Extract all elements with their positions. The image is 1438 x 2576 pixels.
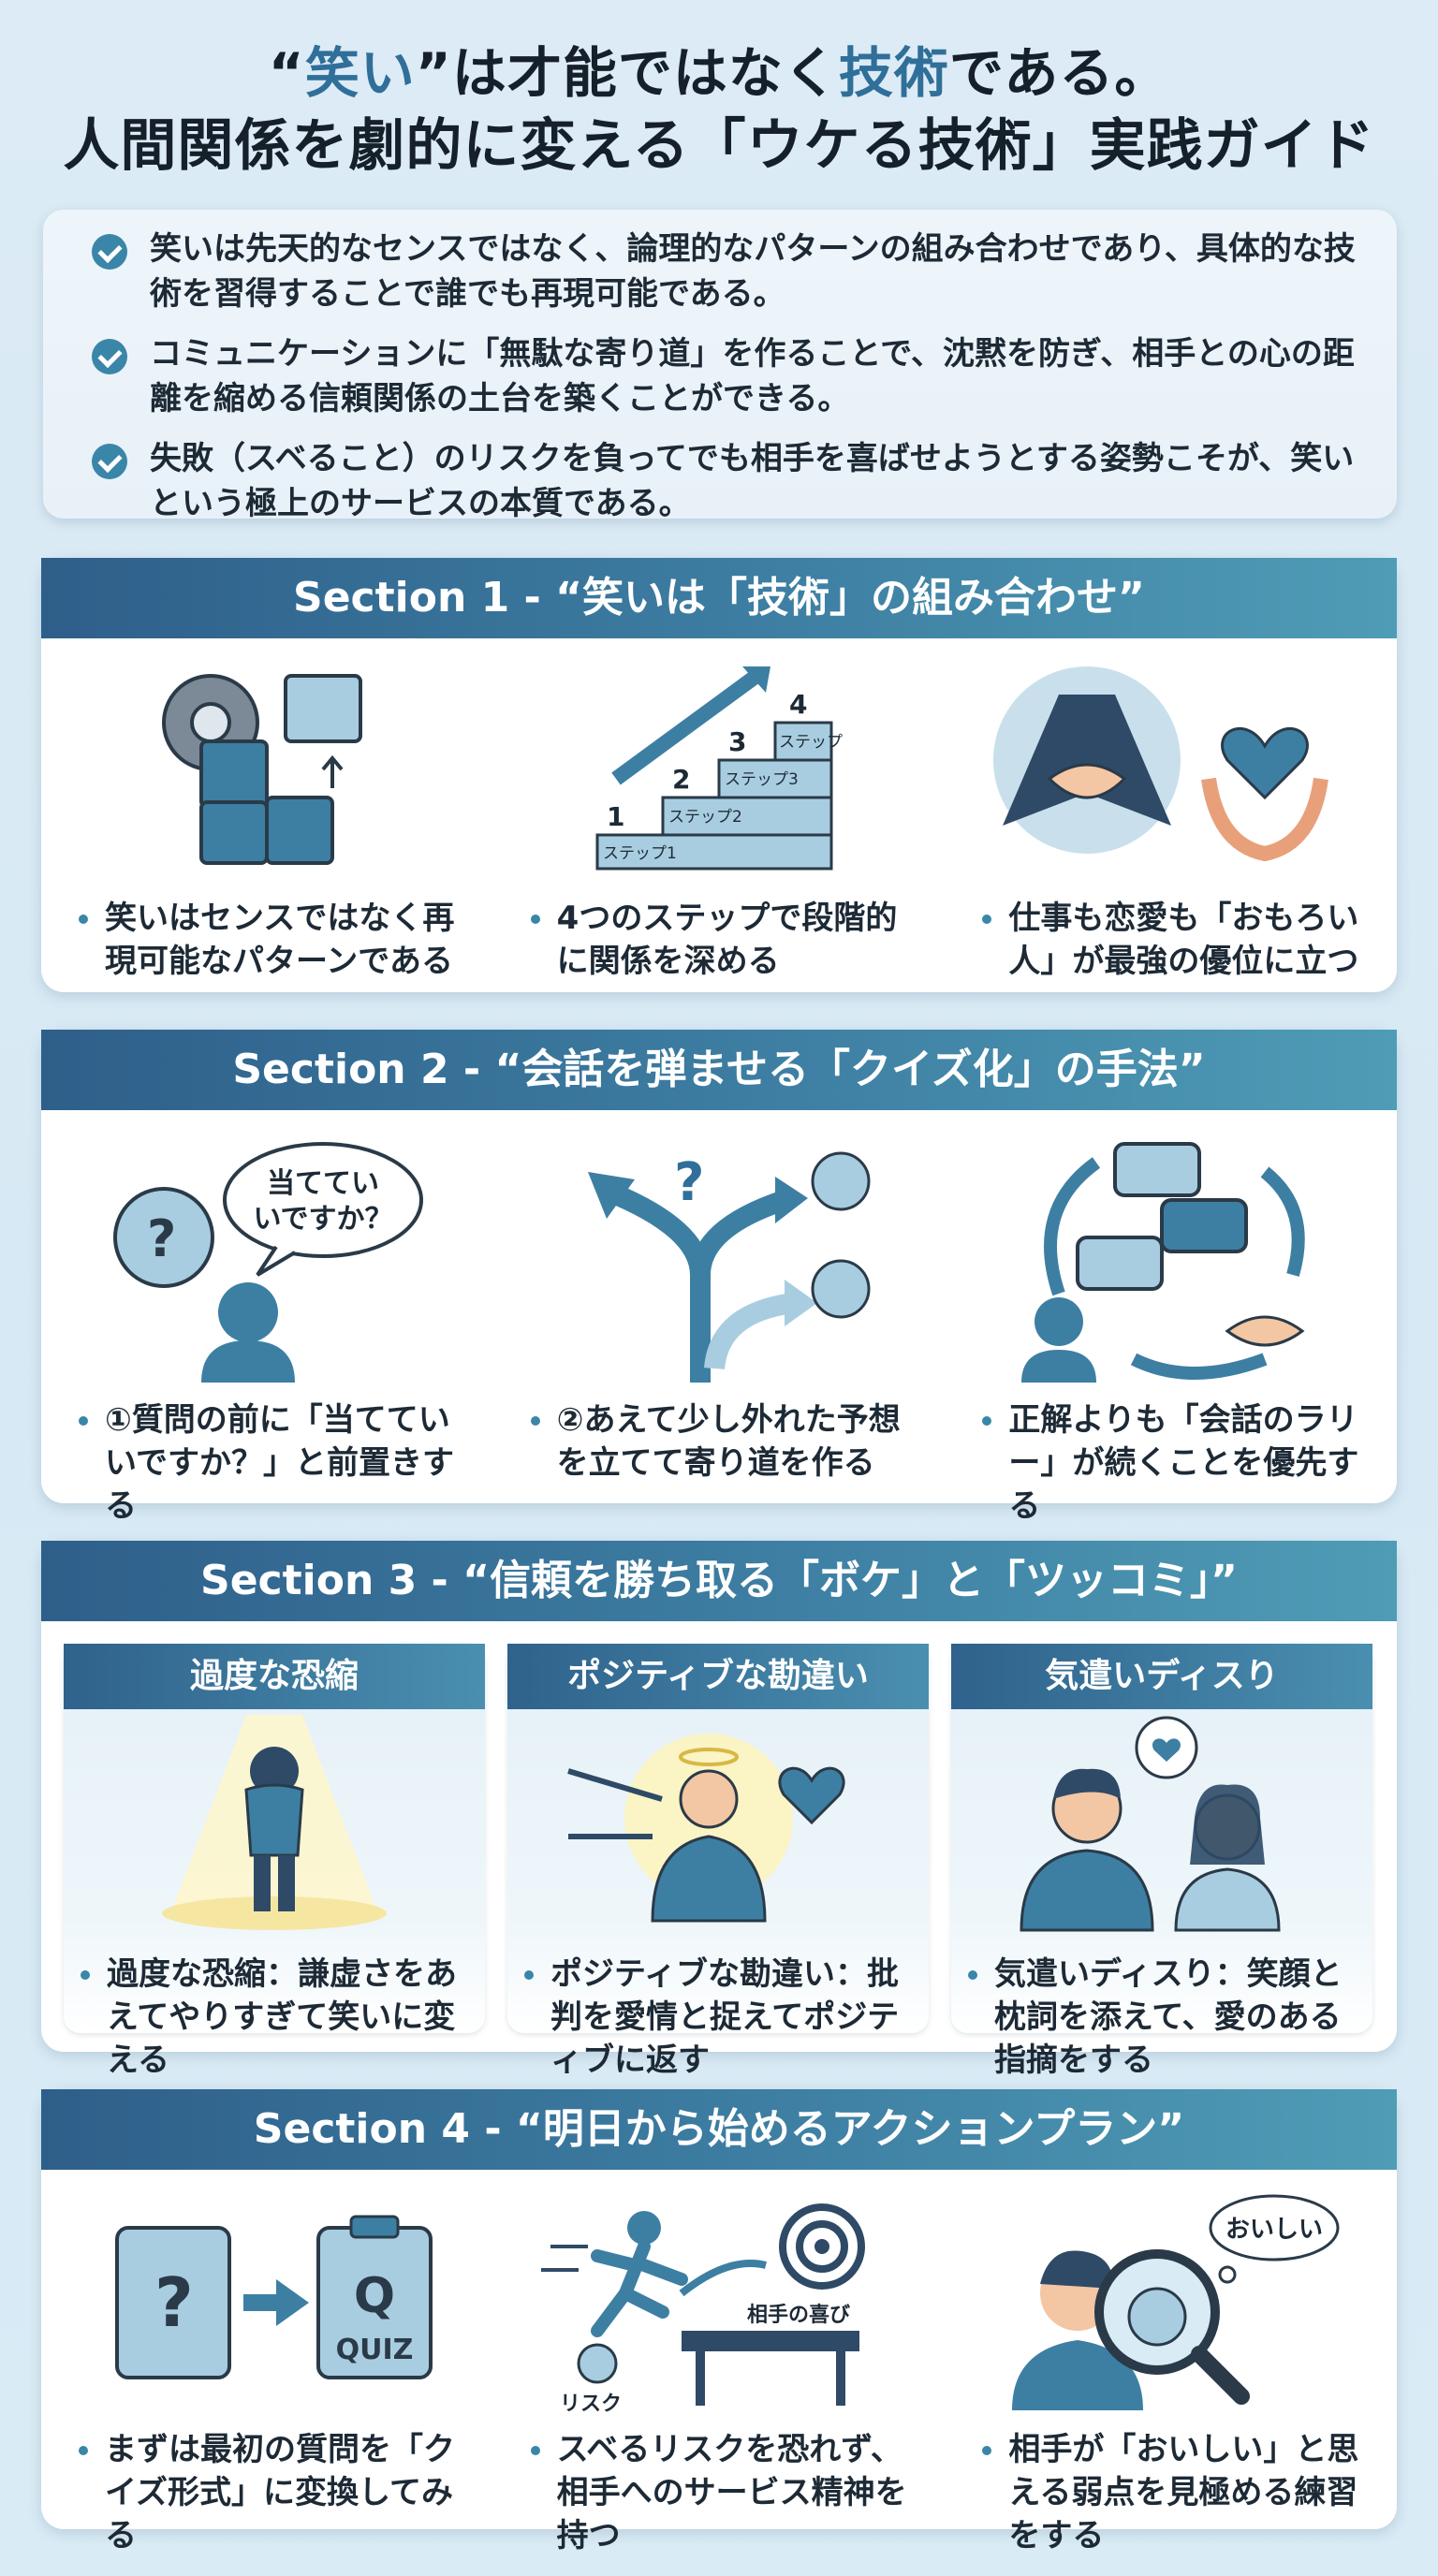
panel-steps: 1 2 3 4 ステップ1 ステップ2 ステップ3 ステップ 4つのステップで段… [493,638,946,992]
step-number: 2 [672,764,690,795]
title-accent-laugh: 笑い [304,41,416,105]
panel-magnifier: おいしい 相手が「おいしい」と思える弱点を見極める練習をする [945,2170,1397,2554]
title-line-1: “笑い”は才能ではなく技術である。 [0,37,1438,109]
section-3: Section 3 - “信頼を勝ち取る「ボケ」と「ツッコミ」” 過度な恐縮 過… [41,1541,1397,2079]
panel-quiz: ? Q QUIZ まずは最初の質問を「クイズ形式」に変換してみる [41,2170,493,2554]
section-4: Section 4 - “明日から始めるアクションプラン” ? Q QUIZ ま… [41,2089,1397,2554]
question-bubble-icon: ? 当ててい いですか？ [113,1142,424,1383]
panel-caption: 4つのステップで段階的に関係を深める [530,897,927,983]
handshake-heart-icon [992,666,1328,862]
summary-item: コミュニケーションに「無駄な寄り道」を作ることで、沈黙を防ぎ、相手との心の距離を… [92,331,1359,421]
teasing-couple-icon [1020,1716,1281,1932]
step-label: ステップ1 [603,844,677,863]
positive-person-icon [567,1734,845,1923]
risk-label: リスク [560,2393,622,2416]
check-icon [92,234,127,270]
title-end: である。 [948,41,1170,105]
panel-branching: ? ②あえて少し外れた予想を立てて寄り道を作る [493,1110,946,1503]
panel-caption: 相手が「おいしい」と思える弱点を見極める練習をする [982,2428,1378,2557]
runner-hurdle-icon: リスク 相手の喜び [541,2203,865,2416]
notebook-quiz-icon: ? Q QUIZ [115,2215,433,2379]
summary-text: 笑いは先天的なセンスではなく、論理的なパターンの組み合わせであり、具体的な技術を… [150,230,1356,313]
section-heading: Section 3 - “信頼を勝ち取る「ボケ」と「ツッコミ」” [41,1541,1397,1621]
panel-question: ? 当ててい いですか？ ①質問の前に「当てていいですか？」と前置きする [41,1110,493,1525]
panel-caption: スベるリスクを恐れず、相手へのサービス精神を持つ [530,2428,927,2557]
panel-caption: 正解よりも「会話のラリー」が続くことを優先する [982,1398,1378,1528]
panel-caption: 気遣いディスり：笑顔と枕詞を添えて、愛のある指摘をする [968,1953,1363,2082]
section-1: Section 1 - “笑いは「技術」の組み合わせ” 笑いはセンスではなく再現… [41,558,1397,992]
summary-text: コミュニケーションに「無駄な寄り道」を作ることで、沈黙を防ぎ、相手との心の距離を… [150,335,1355,417]
step-label: ステップ [779,733,843,752]
summary-item: 笑いは先天的なセンスではなく、論理的なパターンの組み合わせであり、具体的な技術を… [92,227,1359,316]
card-title: 気遣いディスり [951,1644,1372,1709]
step-label: ステップ2 [668,808,742,827]
panel-caption: まずは最初の質問を「クイズ形式」に変換してみる [79,2428,475,2557]
card-bowing: 過度な恐縮 過度な恐縮：謙虚さをあえてやりすぎて笑いに変える [64,1644,485,2079]
question-mark: ? [674,1152,704,1213]
step-number: 4 [789,689,807,720]
quiz-label: QUIZ [336,2334,414,2366]
panel-handshake: 仕事も恋愛も「おもろい人」が最強の優位に立つ [945,638,1397,992]
title-accent-skill: 技術 [838,41,949,105]
joy-label: 相手の喜び [747,2303,850,2327]
magnifier-devil-icon: おいしい [1011,2194,1340,2410]
title-line-2: 人間関係を劇的に変える「ウケる技術」実践ガイド [63,113,1375,179]
panel-caption: 過度な恐縮：謙虚さをあえてやりすぎて笑いに変える [81,1953,476,2082]
gear-puzzle-icon [162,674,363,865]
conversation-cycle-icon [1020,1142,1305,1383]
panel-caption: 仕事も恋愛も「おもろい人」が最強の優位に立つ [982,897,1378,983]
title-quote: “ [268,41,305,105]
panel-patterns: 笑いはセンスではなく再現可能なパターンである [41,638,493,992]
step-number: 3 [728,726,746,757]
card-title: 過度な恐縮 [64,1644,485,1709]
panel-caption: ①質問の前に「当てていいですか？」と前置きする [79,1398,475,1528]
bowing-person-icon [162,1715,387,1930]
panel-caption: 笑いはセンスではなく再現可能なパターンである [79,897,475,983]
panel-caption: ②あえて少し外れた予想を立てて寄り道を作る [530,1398,927,1485]
card-title: ポジティブな勘違い [507,1644,929,1709]
summary-item: 失敗（スベること）のリスクを負ってでも相手を喜ばせようとする姿勢こそが、笑いとい… [92,436,1359,526]
thought-text: おいしい [1225,2216,1323,2244]
stairs-steps-icon: 1 2 3 4 ステップ1 ステップ2 ステップ3 ステップ [595,666,843,871]
step-number: 1 [607,801,624,832]
card-positive: ポジティブな勘違い ポジティブな勘違い：批判を愛情と捉えてポジティブに返す [507,1644,929,2079]
section-heading: Section 4 - “明日から始めるアクションプラン” [41,2089,1397,2170]
step-label: ステップ3 [725,770,799,789]
quiz-q: Q [354,2268,395,2324]
bubble-text: 当ててい [267,1167,379,1200]
panel-runner: リスク 相手の喜び スベるリスクを恐れず、相手へのサービス精神を持つ [493,2170,946,2554]
section-2: Section 2 - “会話を弾ませる「クイズ化」の手法” ? 当ててい いで… [41,1030,1397,1525]
title-mid: ”は才能ではなく [415,41,839,105]
panel-caption: ポジティブな勘違い：批判を愛情と捉えてポジティブに返す [524,1953,919,2082]
check-icon [92,444,127,479]
branching-arrows-icon: ? [588,1151,871,1383]
summary-text: 失敗（スベること）のリスクを負ってでも相手を喜ばせようとする姿勢こそが、笑いとい… [150,440,1355,522]
page-title: “笑い”は才能ではなく技術である。 人間関係を劇的に変える「ウケる技術」実践ガイ… [0,37,1438,183]
bubble-text: いですか？ [254,1203,393,1236]
section-heading: Section 2 - “会話を弾ませる「クイズ化」の手法” [41,1030,1397,1110]
question-mark: ? [147,1209,176,1268]
question-mark: ? [154,2263,194,2342]
summary-card: 笑いは先天的なセンスではなく、論理的なパターンの組み合わせであり、具体的な技術を… [43,210,1397,522]
check-icon [92,339,127,374]
card-teasing: 気遣いディスり 気遣いディスり：笑顔と枕詞を添えて、愛のある指摘をする [951,1644,1372,2079]
panel-rally: 正解よりも「会話のラリー」が続くことを優先する [945,1110,1397,1525]
section-heading: Section 1 - “笑いは「技術」の組み合わせ” [41,558,1397,638]
